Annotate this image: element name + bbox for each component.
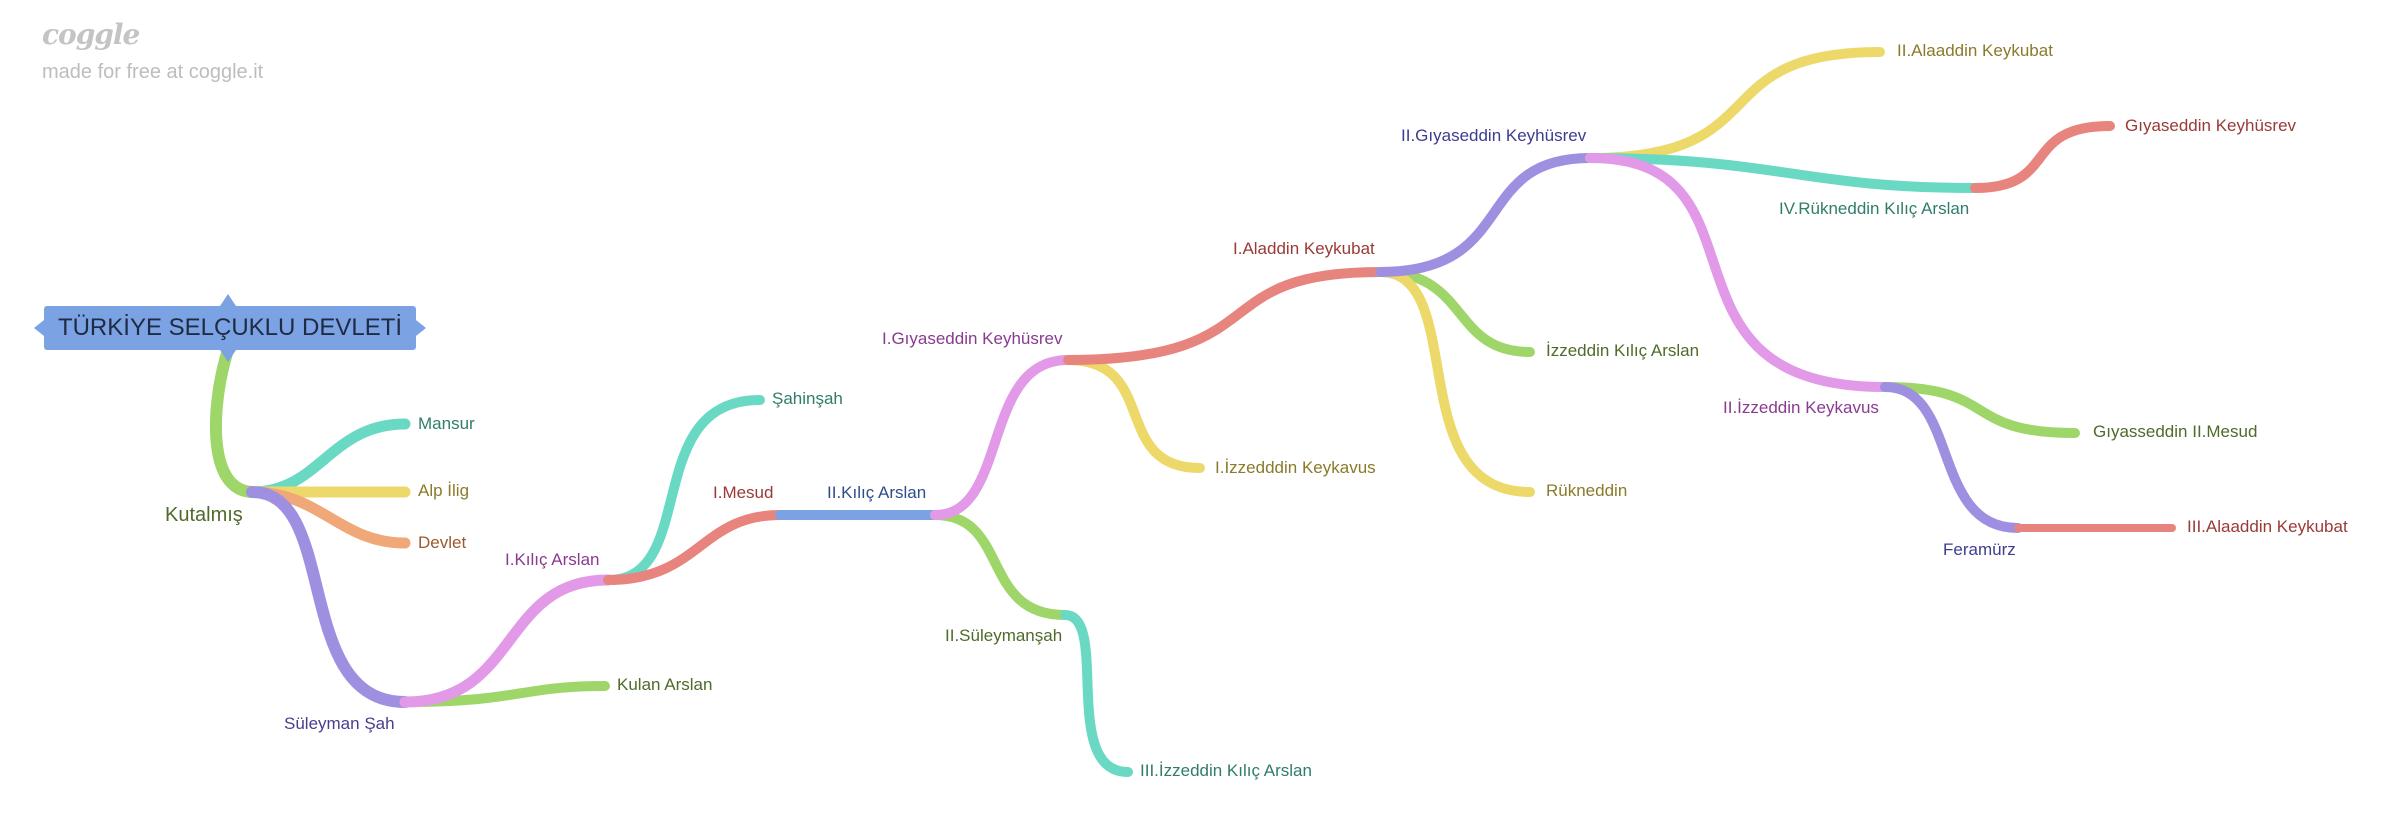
node-alp-ilig[interactable]: Alp İlig — [418, 481, 470, 500]
branch-mesud-1 — [603, 510, 785, 585]
root-bottom-arrow — [220, 350, 236, 362]
node-alaaddin-keykubat-1[interactable]: I.Aladdin Keykubat — [1233, 239, 1375, 258]
node-alaaddin-keykubat-2[interactable]: II.Alaaddin Keykubat — [1897, 41, 2053, 60]
node-giyaseddin-keyhusrev-2[interactable]: II.Gıyaseddin Keyhüsrev — [1401, 126, 1587, 145]
node-feramurz[interactable]: Feramürz — [1943, 540, 2016, 559]
node-suleyman-sah[interactable]: Süleyman Şah — [284, 714, 395, 733]
node-izzeddin-kilic-arslan[interactable]: İzzeddin Kılıç Arslan — [1546, 341, 1700, 360]
branch-sahinsah — [603, 395, 765, 585]
branch-izzeddin-kilic-arslan — [1375, 267, 1535, 357]
branch-giyaseddin-keyhusrev — [1970, 121, 2115, 193]
node-suleymansah-2[interactable]: II.Süleymanşah — [945, 626, 1063, 645]
node-kilic-arslan-2[interactable]: II.Kılıç Arslan — [827, 483, 927, 502]
node-izzeddin-keykavus-1[interactable]: I.İzzedddin Keykavus — [1215, 458, 1376, 477]
node-rukneddin-kilic-arslan-4[interactable]: IV.Rükneddin Kılıç Arslan — [1779, 199, 1970, 218]
branch-rukneddin — [1375, 267, 1535, 497]
root-right-arrow — [416, 320, 426, 336]
node-izzeddin-keykavus-2[interactable]: II.İzzeddin Keykavus — [1723, 398, 1879, 417]
node-giyaseddin-keyhusrev-1[interactable]: I.Gıyaseddin Keyhüsrev — [882, 329, 1063, 348]
branch-feramurz — [1880, 382, 2023, 533]
root-top-arrow — [220, 294, 236, 306]
branch-giyaseddin-keyhusrev-2 — [1375, 153, 1595, 277]
branch-alaaddin-keykubat-2 — [1585, 47, 1885, 163]
branch-izzeddin-kilic-arslan-3 — [1060, 610, 1133, 777]
node-giyaseddin-mesud-2[interactable]: Gıyasseddin II.Mesud — [2093, 422, 2258, 441]
root-node[interactable]: TÜRKİYE SELÇUKLU DEVLETİ — [44, 306, 416, 350]
branch-giyaseddin-keyhusrev-1 — [930, 355, 1073, 520]
node-alaaddin-keykubat-3[interactable]: III.Alaaddin Keykubat — [2187, 517, 2348, 536]
coggle-tagline[interactable]: made for free at coggle.it — [42, 61, 264, 83]
coggle-logo[interactable]: coggle — [42, 18, 140, 51]
branch-kilic-arslan-1 — [399, 574, 614, 708]
branch-izzeddin-keykavus-1 — [1063, 355, 1205, 473]
node-kilic-arslan-1[interactable]: I.Kılıç Arslan — [505, 550, 600, 569]
node-izzeddin-kilic-arslan-3[interactable]: III.İzzeddin Kılıç Arslan — [1140, 761, 1312, 780]
node-giyaseddin-keyhusrev[interactable]: Gıyaseddin Keyhüsrev — [2125, 116, 2297, 135]
branch-rukneddin-kilic-arslan-4 — [1585, 153, 1980, 193]
node-kutalmis[interactable]: Kutalmış — [165, 504, 243, 526]
branch-mansur — [246, 418, 411, 498]
node-rukneddin[interactable]: Rükneddin — [1546, 481, 1628, 500]
branch-root-kutalmis — [209, 344, 258, 498]
branch-suleyman-sah — [246, 486, 411, 708]
branch-alaaddin-keykubat-1 — [1063, 267, 1385, 365]
node-kulan-arslan[interactable]: Kulan Arslan — [617, 675, 713, 694]
node-mansur[interactable]: Mansur — [418, 414, 475, 433]
node-mesud-1[interactable]: I.Mesud — [713, 483, 774, 502]
root-left-arrow — [34, 320, 44, 336]
branch-giyaseddin-mesud-2 — [1880, 382, 2080, 438]
node-devlet[interactable]: Devlet — [418, 533, 467, 552]
branch-suleymansah-2 — [930, 510, 1070, 620]
branch-izzeddin-keykavus-2 — [1585, 153, 1890, 392]
node-sahinsah[interactable]: Şahinşah — [772, 389, 843, 408]
